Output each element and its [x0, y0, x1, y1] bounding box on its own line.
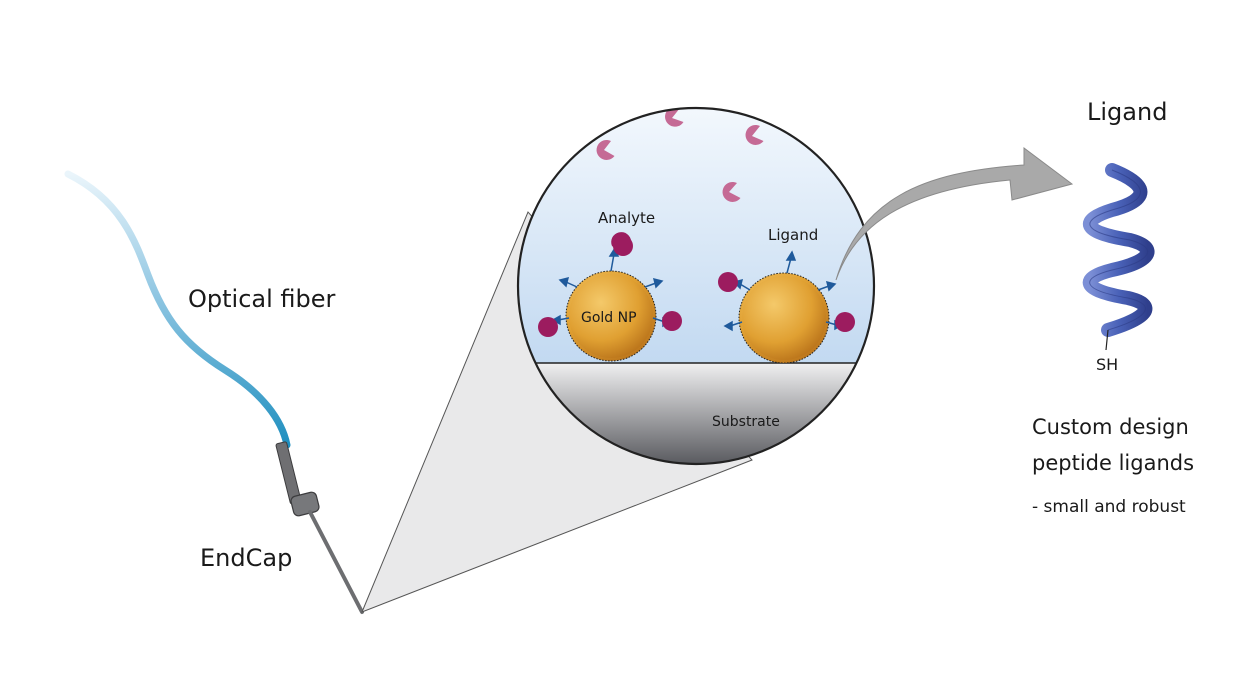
label-ligand-title: Ligand: [1087, 98, 1167, 126]
label-sh: SH: [1096, 355, 1118, 374]
label-gold-np: Gold NP: [581, 310, 637, 326]
magnified-circle-outline: [516, 106, 876, 466]
analyte-bound-5: [835, 312, 855, 332]
gold-nanoparticle-left: [565, 270, 657, 362]
bound-analytes-right: [718, 272, 855, 332]
ligand-arrows-left: [551, 246, 672, 328]
analyte-free-3: [745, 124, 764, 145]
analyte-free-5: [722, 181, 741, 202]
bound-analytes-left: [538, 232, 682, 337]
analyte-free-4: [823, 139, 842, 160]
peptide-helix: [1082, 163, 1155, 351]
analyte-free-2: [596, 139, 615, 160]
analyte-bound-3: [662, 311, 682, 331]
gold-nanoparticle-right: [738, 272, 830, 364]
analyte-bound-2: [538, 317, 558, 337]
thiol-bond: [1105, 329, 1109, 351]
analyte-bound-1-body: [613, 236, 633, 256]
analyte-bound-4: [718, 272, 738, 292]
optical-fiber-cable: [64, 170, 291, 449]
label-substrate: Substrate: [712, 414, 780, 430]
label-ligand-small: Ligand: [768, 226, 818, 244]
magnified-view: [518, 108, 874, 464]
label-custom-line2: peptide ligands: [1032, 451, 1194, 475]
label-custom-note: - small and robust: [1032, 497, 1186, 517]
label-optical-fiber: Optical fiber: [188, 285, 336, 313]
label-custom-line1: Custom design: [1032, 415, 1189, 439]
analyte-free-1: [665, 108, 684, 127]
endcap-probe: [275, 441, 364, 614]
label-analyte: Analyte: [598, 209, 655, 227]
label-endcap: EndCap: [200, 544, 292, 572]
pointer-arrow: [835, 147, 1074, 281]
ligand-arrows-right: [723, 250, 844, 332]
